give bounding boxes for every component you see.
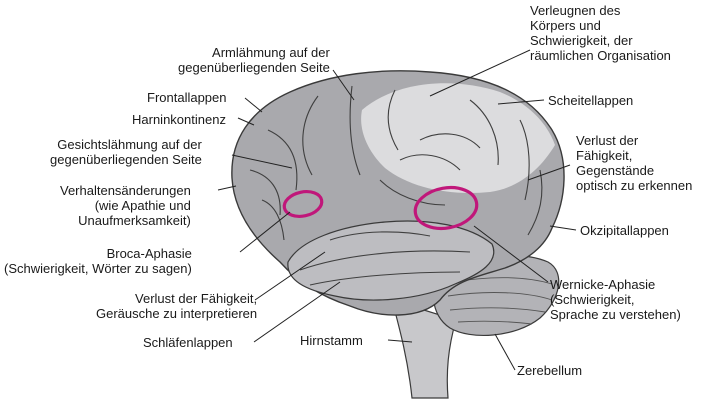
label-hearing-loss: Verlust der Fähigkeit, Geräusche zu inte… (96, 291, 258, 321)
label-arm-paralysis: Armlähmung auf der gegenüberliegenden Se… (178, 45, 330, 75)
wernicke-area-ring (413, 185, 479, 231)
label-wernicke-aphasia: Wernicke-Aphasie (Schwierigkeit, Sprache… (550, 277, 681, 322)
label-behavior-changes: Verhaltensänderungen (wie Apathie und Un… (60, 183, 191, 228)
label-cerebellum: Zerebellum (517, 363, 583, 378)
broca-area-ring (282, 190, 324, 218)
label-temporal-lobe: Schläfenlappen (143, 335, 233, 350)
label-incontinence: Harninkontinenz (132, 112, 226, 127)
label-parietal-lobe: Scheitellappen (548, 93, 634, 108)
label-occipital-lobe: Okzipitallappen (580, 223, 669, 238)
leader-lines (217, 49, 577, 371)
label-visual-recognition-loss: Verlust der Fähigkeit, Gegenstände optis… (576, 133, 693, 193)
label-brainstem: Hirnstamm (300, 333, 363, 348)
parietal-region (361, 83, 555, 193)
label-facial-paralysis: Gesichtslähmung auf der gegenüberliegend… (50, 137, 202, 167)
label-broca-aphasia: Broca-Aphasie (Schwierigkeit, Wörter zu … (4, 246, 192, 276)
brainstem-shape (391, 299, 457, 399)
label-frontal-lobe: Frontallappen (147, 90, 227, 105)
label-body-denial: Verleugnen des Körpers und Schwierigkeit… (530, 3, 671, 63)
